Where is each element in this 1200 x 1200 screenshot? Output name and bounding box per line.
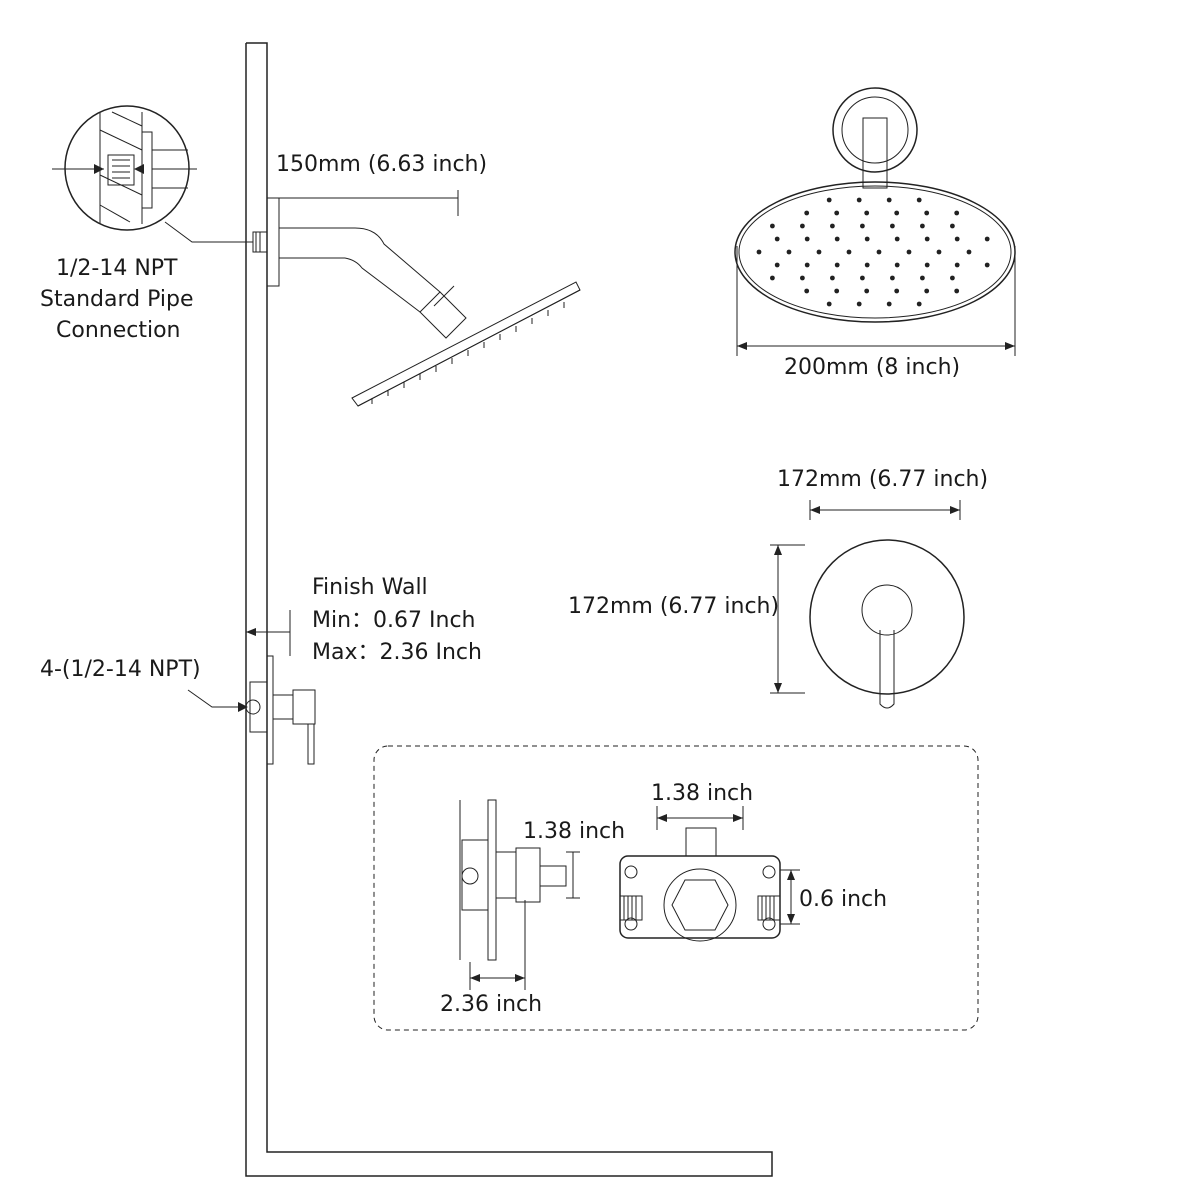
body-width-label: 1.38 inch — [651, 781, 753, 806]
stem-length-label: 1.38 inch — [523, 819, 625, 844]
nozzle-pattern — [756, 197, 990, 307]
trim-height-label: 172mm (6.77 inch) — [568, 594, 779, 619]
finish-wall-max: Max：2.36 Inch — [312, 640, 482, 665]
pipe-detail-circle — [52, 105, 253, 243]
nozzle-dot — [770, 223, 775, 229]
nozzle-dot — [834, 288, 840, 294]
head-diameter-label: 200mm (8 inch) — [784, 355, 960, 380]
trim-width-dimension — [809, 500, 961, 520]
nozzle-dot — [800, 223, 805, 229]
nozzle-dot — [886, 301, 892, 307]
arm-length-dimension — [270, 190, 459, 216]
nozzle-dot — [876, 249, 882, 255]
trim-plate-front — [809, 539, 965, 709]
finish-wall-dimension — [246, 610, 291, 656]
nozzle-dot — [864, 262, 870, 268]
nozzle-dot — [834, 262, 840, 268]
nozzle-dot — [826, 301, 832, 307]
nozzle-dot — [894, 236, 900, 242]
nozzle-dot — [894, 262, 900, 268]
nozzle-dot — [924, 262, 930, 268]
nozzle-dot — [864, 236, 870, 242]
nozzle-dot — [860, 223, 865, 229]
finish-wall-min: Min：0.67 Inch — [312, 608, 476, 633]
nozzle-dot — [804, 288, 810, 294]
trim-width-label: 172mm (6.77 inch) — [777, 467, 988, 492]
nozzle-dot — [804, 262, 810, 268]
valve-depth-label: 2.36 inch — [440, 992, 542, 1017]
nozzle-dot — [800, 275, 805, 281]
nozzle-dot — [954, 236, 960, 242]
nozzle-dot — [826, 197, 832, 203]
body-height-label: 0.6 inch — [799, 887, 887, 912]
nozzle-dot — [966, 249, 972, 255]
nozzle-dot — [860, 275, 865, 281]
nozzle-dot — [920, 275, 925, 281]
nozzle-dot — [916, 301, 922, 307]
nozzle-dot — [886, 197, 892, 203]
valve-ports-label: 4-(1/2-14 NPT) — [40, 657, 201, 682]
nozzle-dot — [834, 236, 840, 242]
nozzle-dot — [906, 249, 912, 255]
nozzle-dot — [954, 262, 960, 268]
valve-detail-box — [373, 745, 979, 1031]
nozzle-dot — [890, 223, 895, 229]
nozzle-dot — [916, 197, 922, 203]
nozzle-dot — [924, 236, 930, 242]
nozzle-dot — [950, 275, 955, 281]
nozzle-dot — [890, 275, 895, 281]
valve-body-front — [619, 806, 800, 942]
valve-side-on-wall — [245, 655, 316, 765]
wall — [245, 42, 773, 1177]
nozzle-dot — [984, 262, 990, 268]
arm-length-label: 150mm (6.63 inch) — [276, 152, 487, 177]
nozzle-dot — [834, 210, 840, 216]
nozzle-dot — [924, 288, 930, 294]
npt-label-line2: Standard Pipe — [40, 287, 193, 312]
nozzle-dot — [924, 210, 930, 216]
shower-arm-side — [252, 197, 581, 407]
head-diameter-dimension — [736, 246, 1016, 356]
nozzle-dot — [856, 197, 862, 203]
nozzle-dot — [954, 210, 960, 216]
nozzle-dot — [846, 249, 852, 255]
nozzle-dot — [816, 249, 822, 255]
npt-label-line1: 1/2-14 NPT — [56, 256, 178, 281]
valve-side-detail — [459, 799, 580, 990]
nozzle-dot — [950, 223, 955, 229]
npt-label-line3: Connection — [56, 318, 180, 343]
trim-height-dimension — [770, 544, 805, 694]
nozzle-dot — [774, 236, 780, 242]
nozzle-dot — [786, 249, 792, 255]
nozzle-dot — [770, 275, 775, 281]
nozzle-dot — [804, 236, 810, 242]
nozzle-dot — [804, 210, 810, 216]
nozzle-dot — [894, 210, 900, 216]
nozzle-dot — [984, 236, 990, 242]
shower-head-front — [734, 87, 1016, 323]
finish-wall-label: Finish Wall — [312, 575, 428, 600]
nozzle-dot — [864, 288, 870, 294]
nozzle-dot — [756, 249, 762, 255]
nozzle-dot — [894, 288, 900, 294]
nozzle-dot — [920, 223, 925, 229]
nozzle-dot — [936, 249, 942, 255]
nozzle-dot — [864, 210, 870, 216]
nozzle-dot — [774, 262, 780, 268]
nozzle-dot — [830, 275, 835, 281]
nozzle-dot — [856, 301, 862, 307]
valve-ports-leader — [187, 689, 248, 712]
nozzle-dot — [830, 223, 835, 229]
nozzle-dot — [954, 288, 960, 294]
